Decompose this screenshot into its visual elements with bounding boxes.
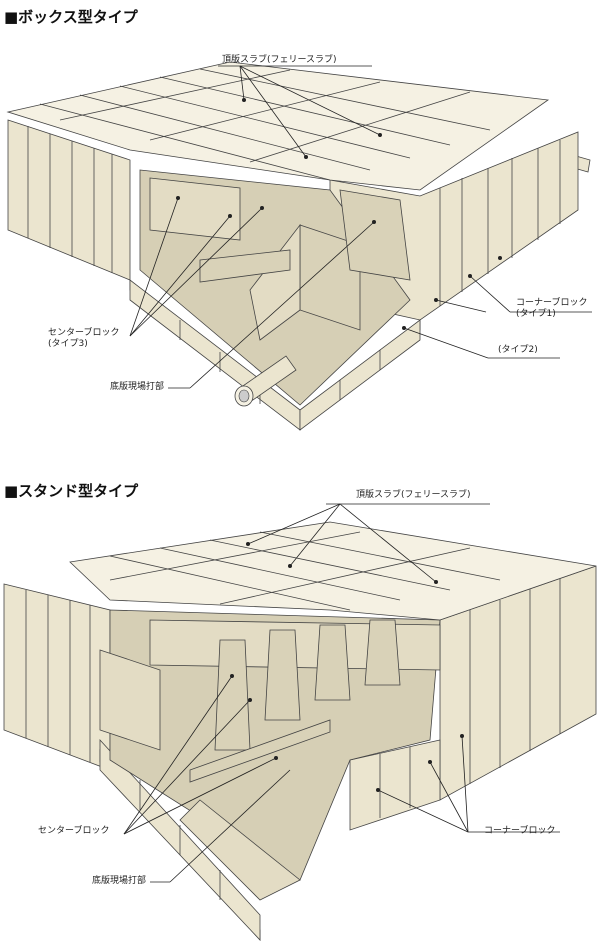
top-slabs (6, 61, 550, 191)
stand-corner-block-label: コーナーブロック (484, 826, 556, 836)
stand-bottom-slab-label: 底版現場打部 (92, 876, 147, 886)
front-pipe (234, 355, 297, 407)
stand-center-block-label: センターブロック (38, 826, 110, 836)
box-type2-label: (タイプ2) (498, 345, 538, 355)
box-bottom-slab-label: 底版現場打部 (110, 382, 165, 392)
box-top-slab-label: 頂版スラブ(フェリースラブ) (222, 55, 337, 65)
box-corner-block-label: コーナーブロック (タイプ1) (516, 298, 588, 319)
top-slabs (69, 521, 597, 621)
left-wall (3, 583, 111, 771)
box-type-diagram (6, 61, 592, 431)
stand-type-title: ■スタンド型タイプ (4, 482, 139, 500)
stand-type-diagram (3, 503, 597, 942)
box-type-title: ■ボックス型タイプ (4, 8, 138, 26)
stand-top-slab-label: 頂版スラブ(フェリースラブ) (356, 490, 471, 500)
box-center-block-label: センターブロック (タイプ3) (48, 328, 120, 349)
